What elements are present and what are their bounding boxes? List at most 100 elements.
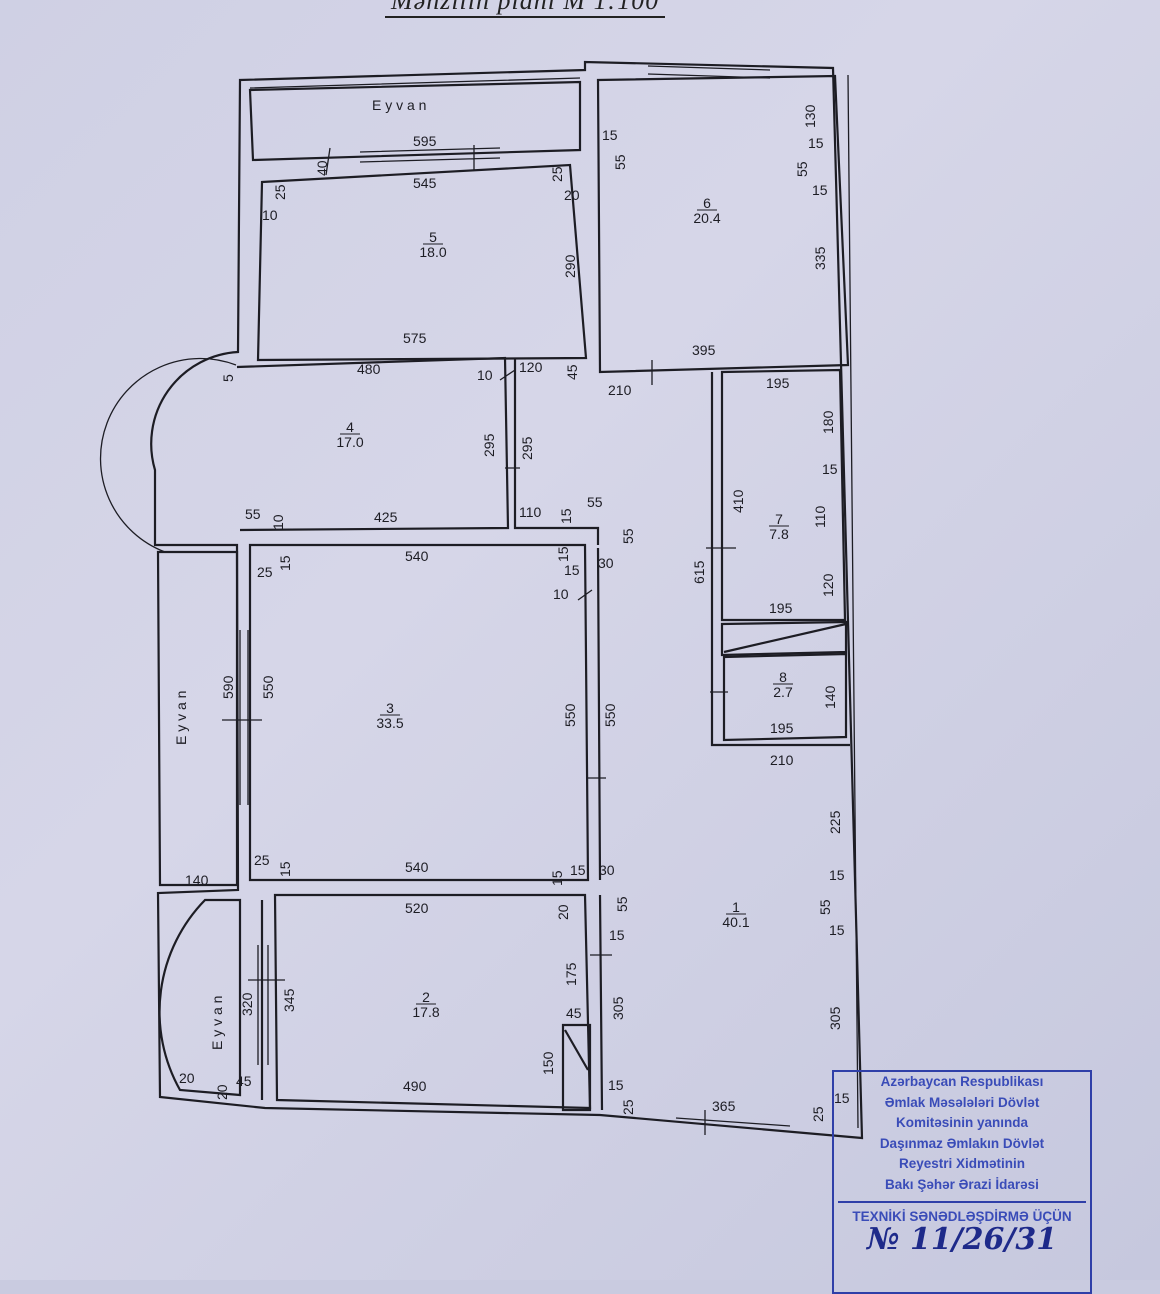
stamp-line: Reyestri Xidmətinin [898, 1156, 1026, 1171]
room-number: 5 [429, 229, 437, 245]
room-4-label: 417.0 [336, 419, 363, 450]
plan-title: Mənzilin planı M 1:100 [385, 0, 666, 18]
dimension-label: 15 [549, 870, 565, 886]
room-4-wall [236, 356, 510, 532]
room-area: 7.8 [769, 526, 789, 542]
dimension-label: 335 [812, 246, 828, 270]
dimension-label: 20 [179, 1070, 195, 1086]
dimension-label: 290 [562, 254, 578, 278]
dimension-label: 550 [260, 675, 276, 699]
dimension-label: 110 [519, 504, 542, 520]
dimension-label: 550 [562, 703, 578, 727]
dimension-label: 110 [812, 505, 828, 528]
dimension-label: 15 [570, 862, 586, 878]
dimension-label: 180 [820, 410, 836, 434]
dimension-label: 15 [609, 927, 625, 943]
closet-wall [720, 620, 848, 657]
dimension-label: 175 [563, 962, 579, 986]
dimension-label: 130 [802, 104, 818, 128]
dimension-label: 595 [413, 133, 437, 149]
dimension-label: 30 [599, 862, 615, 878]
room-7-wall [720, 368, 847, 622]
dimension-label: 305 [827, 1006, 843, 1030]
room-2-label: 217.8 [412, 989, 439, 1020]
dimension-label: 590 [220, 675, 236, 699]
eyvan-top-wall [248, 80, 582, 162]
dimension-label: 25 [257, 564, 273, 580]
dimension-label: 20 [555, 904, 571, 920]
dimension-label: 150 [540, 1051, 556, 1075]
room-area: 17.0 [336, 434, 363, 450]
dimension-label: 25 [254, 852, 270, 868]
stamp-number: № 11/26/31 [866, 1221, 1058, 1257]
dimension-label: 55 [614, 896, 630, 912]
dimension-label: 5 [220, 374, 236, 382]
dimension-label: 120 [519, 359, 543, 375]
dimension-label: 25 [272, 184, 288, 200]
dimension-label: 540 [405, 859, 429, 875]
room-area: 20.4 [693, 210, 720, 226]
dimension-label: 45 [236, 1073, 252, 1089]
room-3-wall [248, 543, 602, 882]
dimension-label: 195 [770, 720, 794, 736]
room-5-label: 518.0 [419, 229, 446, 260]
dimension-label: 480 [357, 361, 381, 377]
dimension-label: 45 [566, 1005, 582, 1021]
room-area: 2.7 [773, 684, 793, 700]
room-3-label: 333.5 [376, 700, 403, 731]
dimension-label: 55 [817, 899, 833, 915]
hall-wall [513, 358, 850, 747]
dimension-label: 15 [277, 555, 293, 571]
dimension-label: 425 [374, 509, 398, 525]
outer-wall-inner [99, 74, 859, 1129]
eyvan-label-top: E y v a n [372, 97, 426, 113]
room-area: 17.8 [412, 1004, 439, 1020]
dimension-label: 540 [405, 548, 429, 564]
dimension-label: 295 [519, 436, 535, 460]
dimension-label: 615 [691, 560, 707, 584]
dimension-label: 25 [549, 166, 565, 182]
dimension-label: 55 [620, 528, 636, 544]
stamp-line: Bakı Şəhər Ərazi İdarəsi [885, 1176, 1039, 1192]
dimension-label: 20 [214, 1084, 230, 1100]
dimension-label: 10 [262, 207, 278, 223]
dimension-label: 10 [477, 367, 493, 383]
dimension-label: 365 [712, 1098, 736, 1114]
dimension-label: 140 [822, 685, 838, 709]
eyvan-label-bottom: E y v a n [209, 996, 225, 1050]
dimension-label: 15 [564, 562, 580, 578]
room-number: 3 [386, 700, 394, 716]
room-area: 40.1 [722, 914, 749, 930]
stamp-line: Əmlak Məsələləri Dövlət [884, 1094, 1040, 1110]
eyvan-label-left: E y v a n [173, 691, 189, 745]
dimension-label: 15 [277, 861, 293, 877]
walls [99, 60, 864, 1140]
eyvan-bottom-wall [158, 898, 264, 1100]
dimension-label: 140 [185, 872, 209, 888]
dimension-label: 10 [553, 586, 569, 602]
dimension-label: 225 [827, 810, 843, 834]
dimension-label: 25 [620, 1099, 636, 1115]
dimension-label: 15 [555, 546, 571, 562]
dimension-label: 410 [730, 489, 746, 513]
room-area: 18.0 [419, 244, 446, 260]
room-8-label: 82.7 [773, 669, 793, 700]
dimension-label: 30 [598, 555, 614, 571]
dimension-label: 15 [808, 135, 824, 151]
stamp-line: Komitəsinin yanında [895, 1115, 1029, 1130]
dimension-label: 295 [481, 433, 497, 457]
eyvan-left-wall [156, 550, 239, 887]
dimension-label: 45 [564, 364, 580, 380]
dimension-label: 345 [281, 988, 297, 1012]
dimension-label: 40 [314, 160, 330, 176]
dimension-label: 490 [403, 1078, 427, 1094]
room-number: 6 [703, 195, 711, 211]
dimension-label: 20 [564, 187, 580, 203]
dimension-label: 210 [608, 382, 632, 398]
dimension-label: 520 [405, 900, 429, 916]
room-6-label: 620.4 [693, 195, 720, 226]
room-2-wall [273, 893, 604, 1111]
dimension-label: 25 [810, 1106, 826, 1122]
